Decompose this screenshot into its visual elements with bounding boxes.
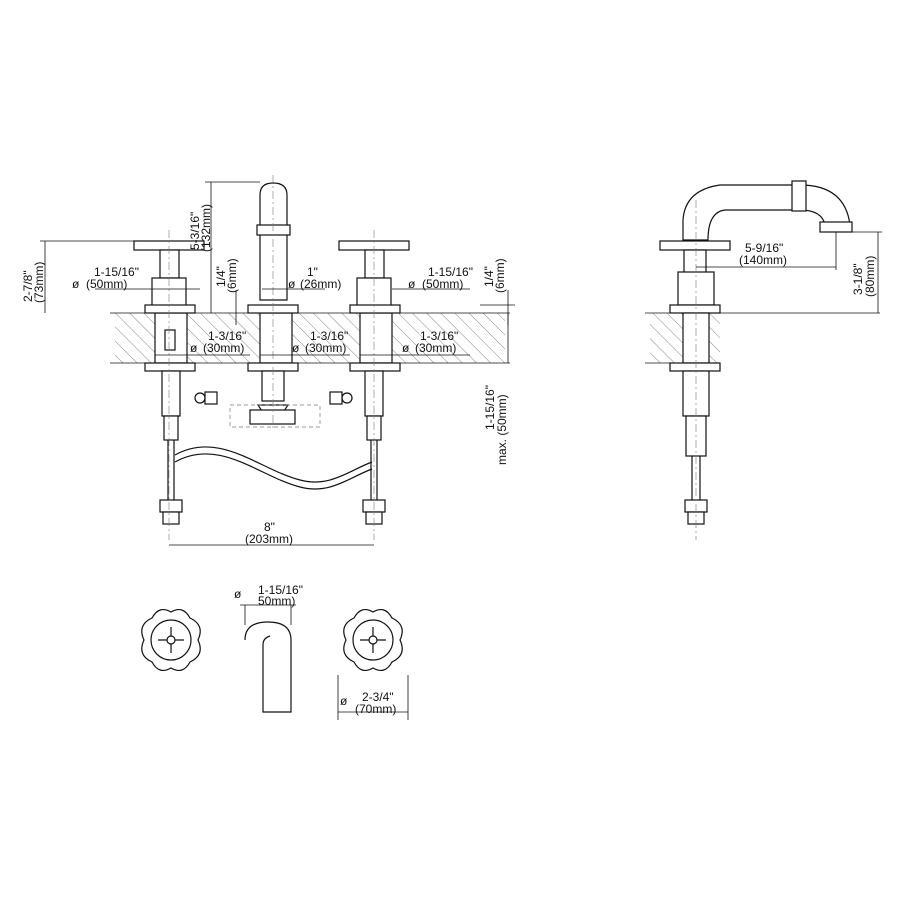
svg-text:(6mm): (6mm) bbox=[225, 258, 239, 293]
svg-text:1-15/16": 1-15/16" bbox=[258, 583, 303, 597]
dim-spout-clearance: 3-1/8" (80mm) bbox=[851, 256, 877, 297]
svg-text:1-3/16": 1-3/16" bbox=[208, 329, 246, 343]
left-handle-top bbox=[141, 608, 201, 672]
svg-text:ø: ø bbox=[288, 277, 296, 291]
svg-text:1-15/16": 1-15/16" bbox=[428, 265, 473, 279]
svg-text:(132mm): (132mm) bbox=[199, 204, 213, 252]
svg-text:(80mm): (80mm) bbox=[863, 256, 877, 297]
svg-text:ø: ø bbox=[402, 341, 410, 355]
dim-hole-dia-right: 1-3/16" ø (30mm) bbox=[402, 329, 458, 355]
left-handle bbox=[133, 240, 218, 525]
svg-text:(50mm): (50mm) bbox=[86, 277, 127, 291]
svg-text:1/4": 1/4" bbox=[214, 266, 228, 287]
dim-spout-height: 5-3/16" (132mm) bbox=[188, 204, 213, 252]
right-handle bbox=[329, 240, 410, 525]
svg-text:(70mm): (70mm) bbox=[355, 702, 396, 716]
front-view: 5-3/16" (132mm) 2-7/8" (73mm) 1-15/16" ø… bbox=[21, 175, 515, 546]
svg-text:5-3/16": 5-3/16" bbox=[188, 212, 202, 250]
svg-text:2-7/8": 2-7/8" bbox=[21, 270, 35, 302]
svg-text:(30mm): (30mm) bbox=[203, 341, 244, 355]
svg-text:(30mm): (30mm) bbox=[415, 341, 456, 355]
dim-right-handle-dia: 1-15/16" ø (50mm) bbox=[408, 265, 473, 291]
svg-text:(6mm): (6mm) bbox=[493, 258, 507, 293]
svg-text:(26mm): (26mm) bbox=[300, 277, 341, 291]
dim-hole-dia-center: 1-3/16" ø (30mm) bbox=[292, 329, 348, 355]
right-handle-top: ø 2-3/4" (70mm) bbox=[337, 608, 409, 720]
dim-hole-dia-left: 1-3/16" ø (30mm) bbox=[190, 329, 246, 355]
svg-text:ø: ø bbox=[234, 587, 242, 601]
dim-reach: 5-9/16" (140mm) bbox=[739, 241, 787, 267]
svg-text:1/4": 1/4" bbox=[482, 266, 496, 287]
svg-text:1": 1" bbox=[307, 265, 318, 279]
spout-top: ø 1-15/16" 50mm) bbox=[234, 583, 303, 713]
svg-text:5-9/16": 5-9/16" bbox=[745, 241, 783, 255]
spout bbox=[229, 182, 321, 428]
svg-text:(50mm): (50mm) bbox=[422, 277, 463, 291]
flex-hose bbox=[174, 446, 373, 483]
dim-max-deck: 1-15/16" max. (50mm) bbox=[483, 385, 509, 465]
svg-text:(30mm): (30mm) bbox=[305, 341, 346, 355]
svg-text:(203mm): (203mm) bbox=[245, 532, 293, 546]
side-view: 5-9/16" (140mm) 3-1/8" (80mm) bbox=[645, 180, 882, 540]
svg-text:3-1/8": 3-1/8" bbox=[851, 263, 865, 295]
svg-text:1-15/16": 1-15/16" bbox=[94, 265, 139, 279]
svg-text:50mm): 50mm) bbox=[258, 594, 295, 608]
svg-text:max. (50mm): max. (50mm) bbox=[495, 394, 509, 465]
svg-text:1-3/16": 1-3/16" bbox=[310, 329, 348, 343]
dim-base-thickness-left: 1/4" (6mm) bbox=[214, 258, 239, 293]
dim-base-thickness-right: 1/4" (6mm) bbox=[482, 258, 507, 293]
svg-text:8": 8" bbox=[264, 520, 275, 534]
svg-text:2-3/4": 2-3/4" bbox=[362, 690, 394, 704]
svg-text:ø: ø bbox=[340, 694, 348, 708]
svg-text:(140mm): (140mm) bbox=[739, 253, 787, 267]
svg-text:1-3/16": 1-3/16" bbox=[420, 329, 458, 343]
top-view: ø 1-15/16" 50mm) ø 2-3/4" (70mm) bbox=[141, 583, 409, 720]
svg-text:1-15/16": 1-15/16" bbox=[483, 385, 497, 430]
svg-text:ø: ø bbox=[292, 341, 300, 355]
dim-spread: 8" (203mm) bbox=[245, 520, 293, 546]
dim-handle-height: 2-7/8" (73mm) bbox=[21, 262, 46, 303]
svg-text:ø: ø bbox=[190, 341, 198, 355]
dim-spout-dia: 1" ø (26mm) bbox=[288, 265, 341, 291]
svg-text:(73mm): (73mm) bbox=[32, 262, 46, 303]
dim-left-handle-dia: 1-15/16" ø (50mm) bbox=[72, 265, 139, 291]
svg-text:ø: ø bbox=[408, 277, 416, 291]
svg-text:ø: ø bbox=[72, 277, 80, 291]
